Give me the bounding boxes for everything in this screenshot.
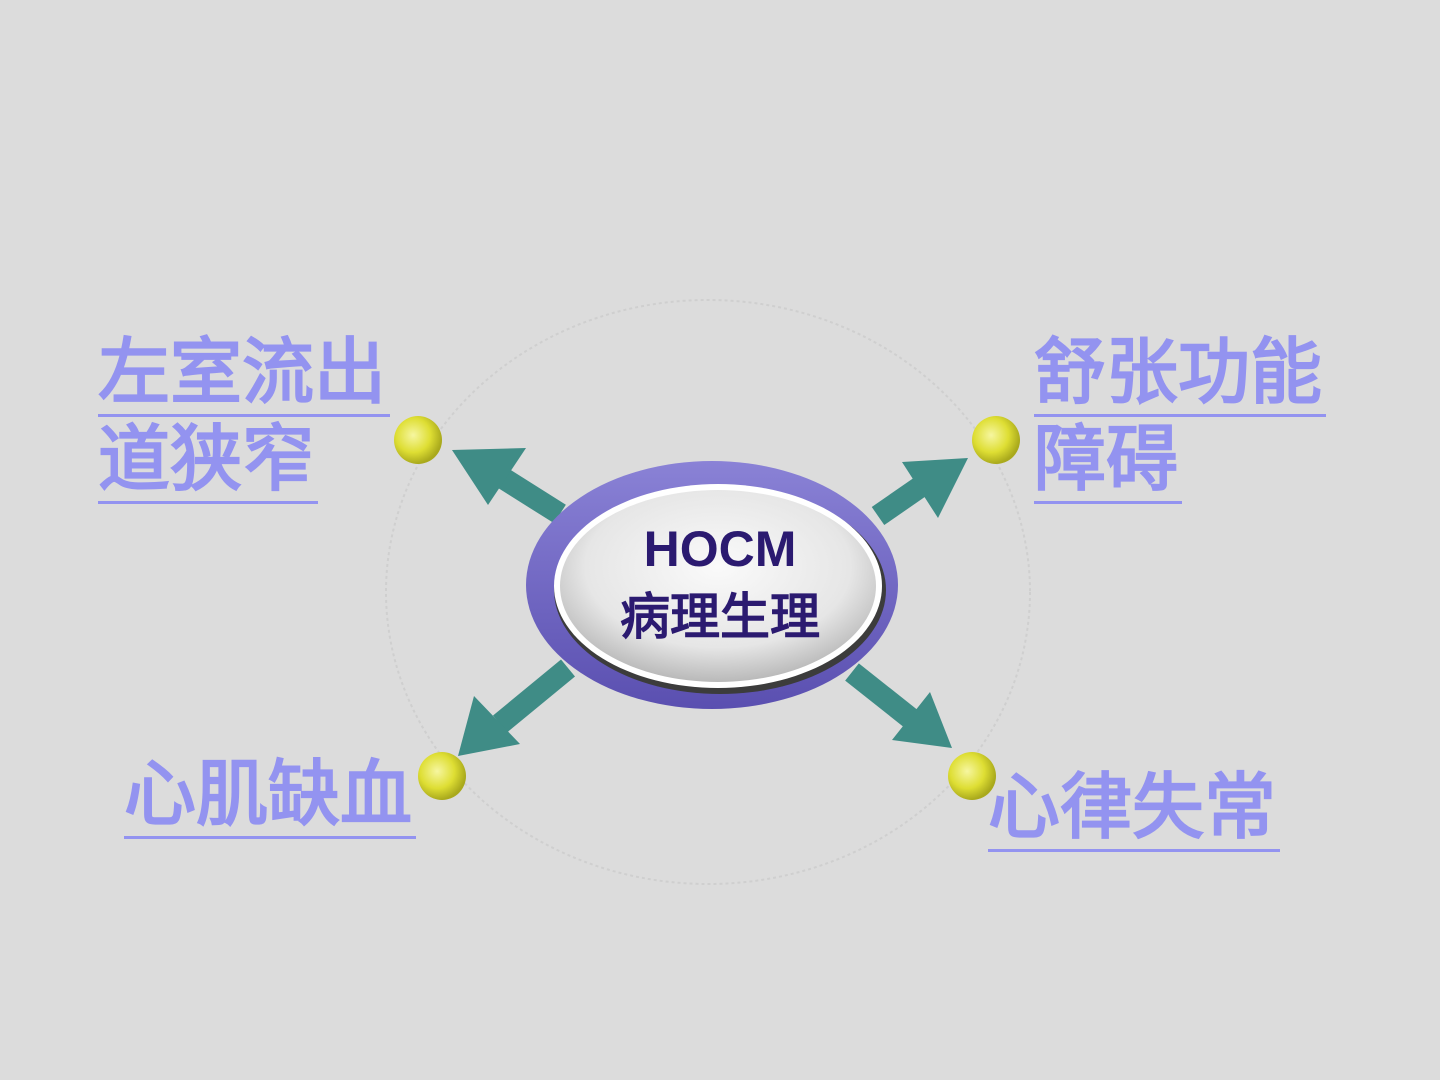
arrow-top-left	[452, 448, 566, 524]
center-node	[526, 461, 898, 709]
branch-label-line: 道狭窄	[98, 417, 319, 504]
center-title: HOCM	[643, 521, 797, 577]
node-dot-bottom-right	[948, 752, 996, 800]
branch-label-line: 舒张功能	[1034, 330, 1327, 417]
branch-label-bottom-left: 心肌缺血	[124, 752, 417, 839]
background-circle	[385, 299, 1031, 885]
node-dot-bottom-left	[418, 752, 466, 800]
branch-label-line: 心律失常	[988, 765, 1281, 852]
branch-label-line: 左室流出	[98, 330, 391, 417]
branch-label-top-left: 左室流出 道狭窄	[98, 330, 391, 504]
node-dot-top-right	[972, 416, 1020, 464]
arrow-bottom-right	[845, 663, 952, 748]
node-dot-top-left	[394, 416, 442, 464]
arrow-top-right	[871, 458, 968, 526]
arrow-bottom-left	[458, 659, 575, 756]
center-subtitle: 病理生理	[620, 588, 820, 646]
branch-label-line: 障碍	[1034, 417, 1183, 504]
branch-label-bottom-right: 心律失常	[988, 765, 1281, 852]
branch-label-line: 心肌缺血	[124, 752, 417, 839]
branch-label-top-right: 舒张功能 障碍	[1034, 330, 1327, 504]
